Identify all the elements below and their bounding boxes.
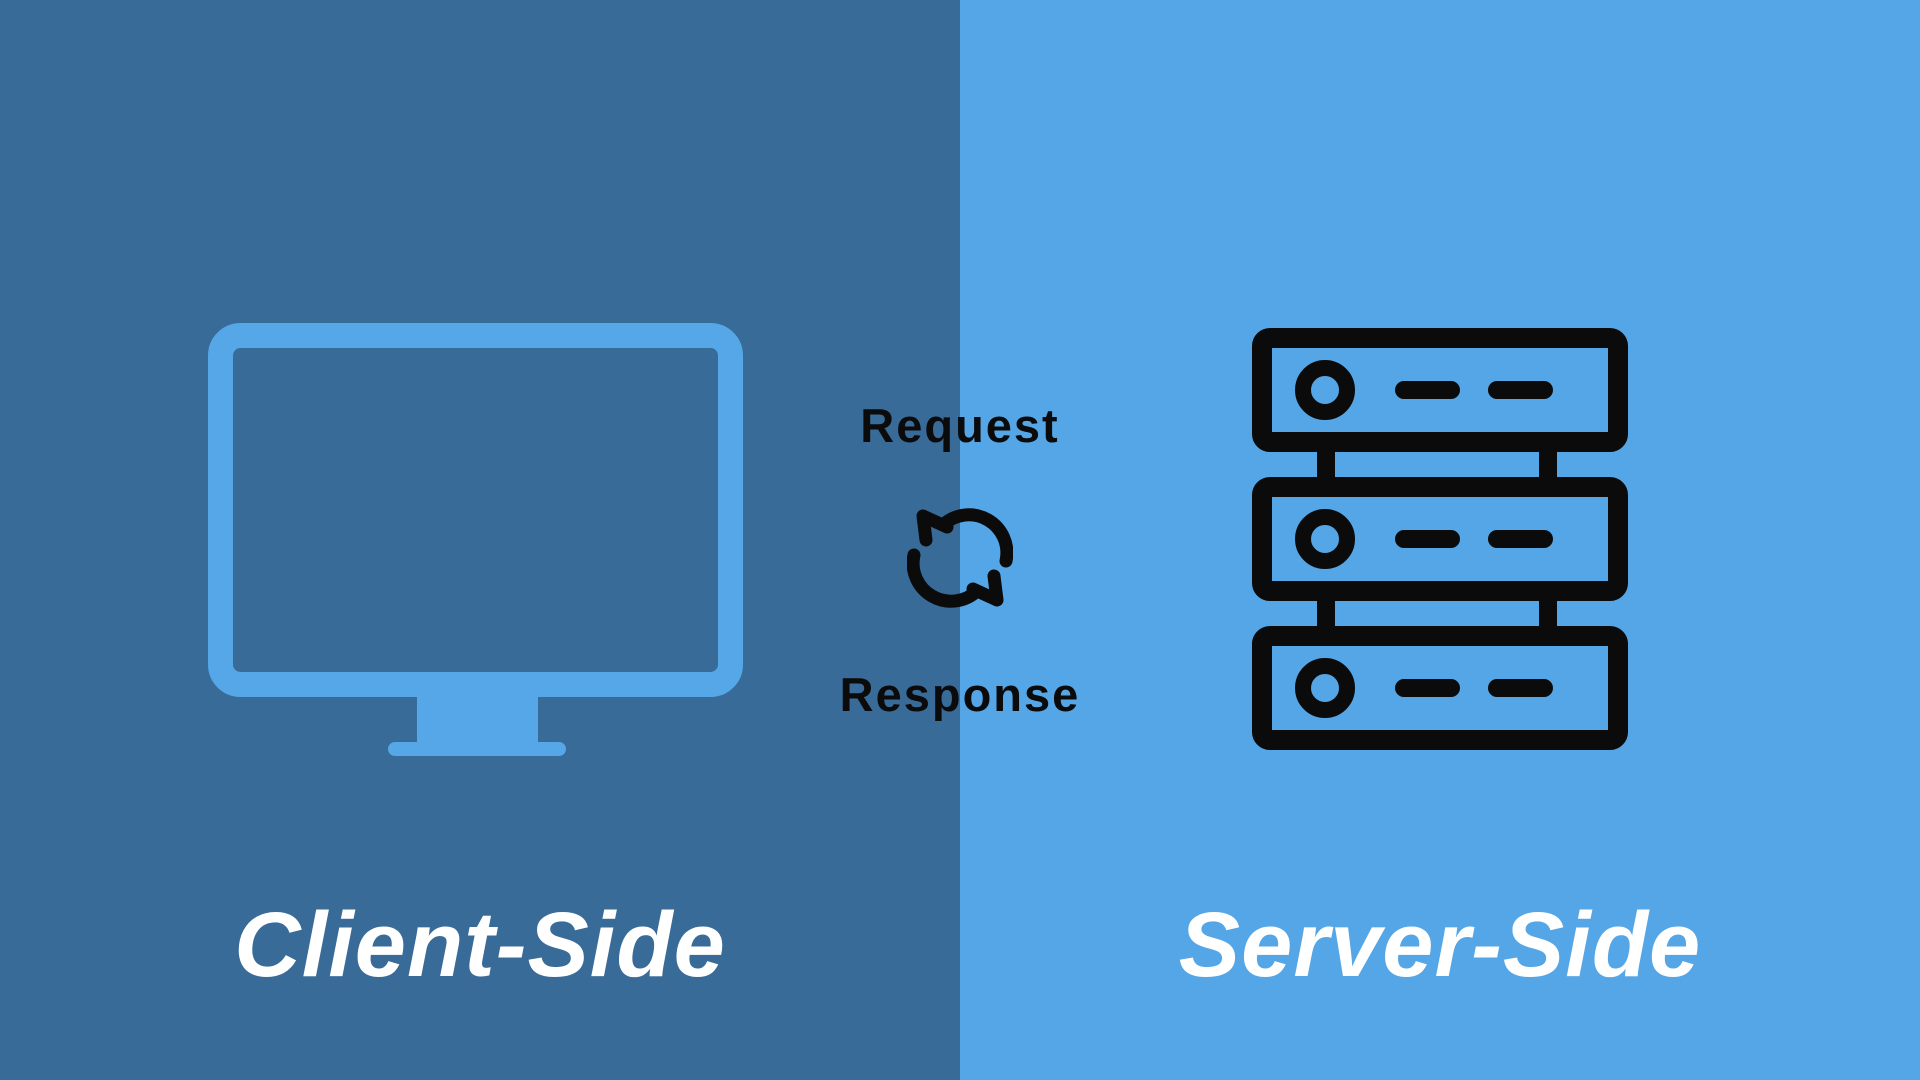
server-rack-icon-svg [1252, 328, 1628, 750]
server-rack-icon [1252, 323, 1628, 753]
client-side-panel [0, 0, 960, 1080]
sync-top-arc [936, 508, 1013, 568]
monitor-screen-frame [208, 323, 743, 697]
monitor-icon-svg [208, 323, 743, 756]
monitor-icon [208, 323, 743, 756]
server-unit-3 [1252, 626, 1628, 750]
server-unit-2 [1252, 477, 1628, 601]
server-side-title: Server-Side [1178, 894, 1702, 996]
response-label: Response [839, 668, 1081, 721]
sync-arrows-icon-svg [907, 508, 1013, 608]
server-rack-units [1252, 328, 1628, 750]
sync-bottom-arc [907, 548, 984, 608]
monitor-stand-neck [417, 678, 538, 744]
client-side-title: Client-Side [234, 894, 726, 996]
monitor-stand-base [388, 742, 566, 756]
server-unit-1 [1252, 328, 1628, 452]
sync-arrows-icon [907, 502, 1013, 614]
request-label: Request [860, 399, 1060, 452]
